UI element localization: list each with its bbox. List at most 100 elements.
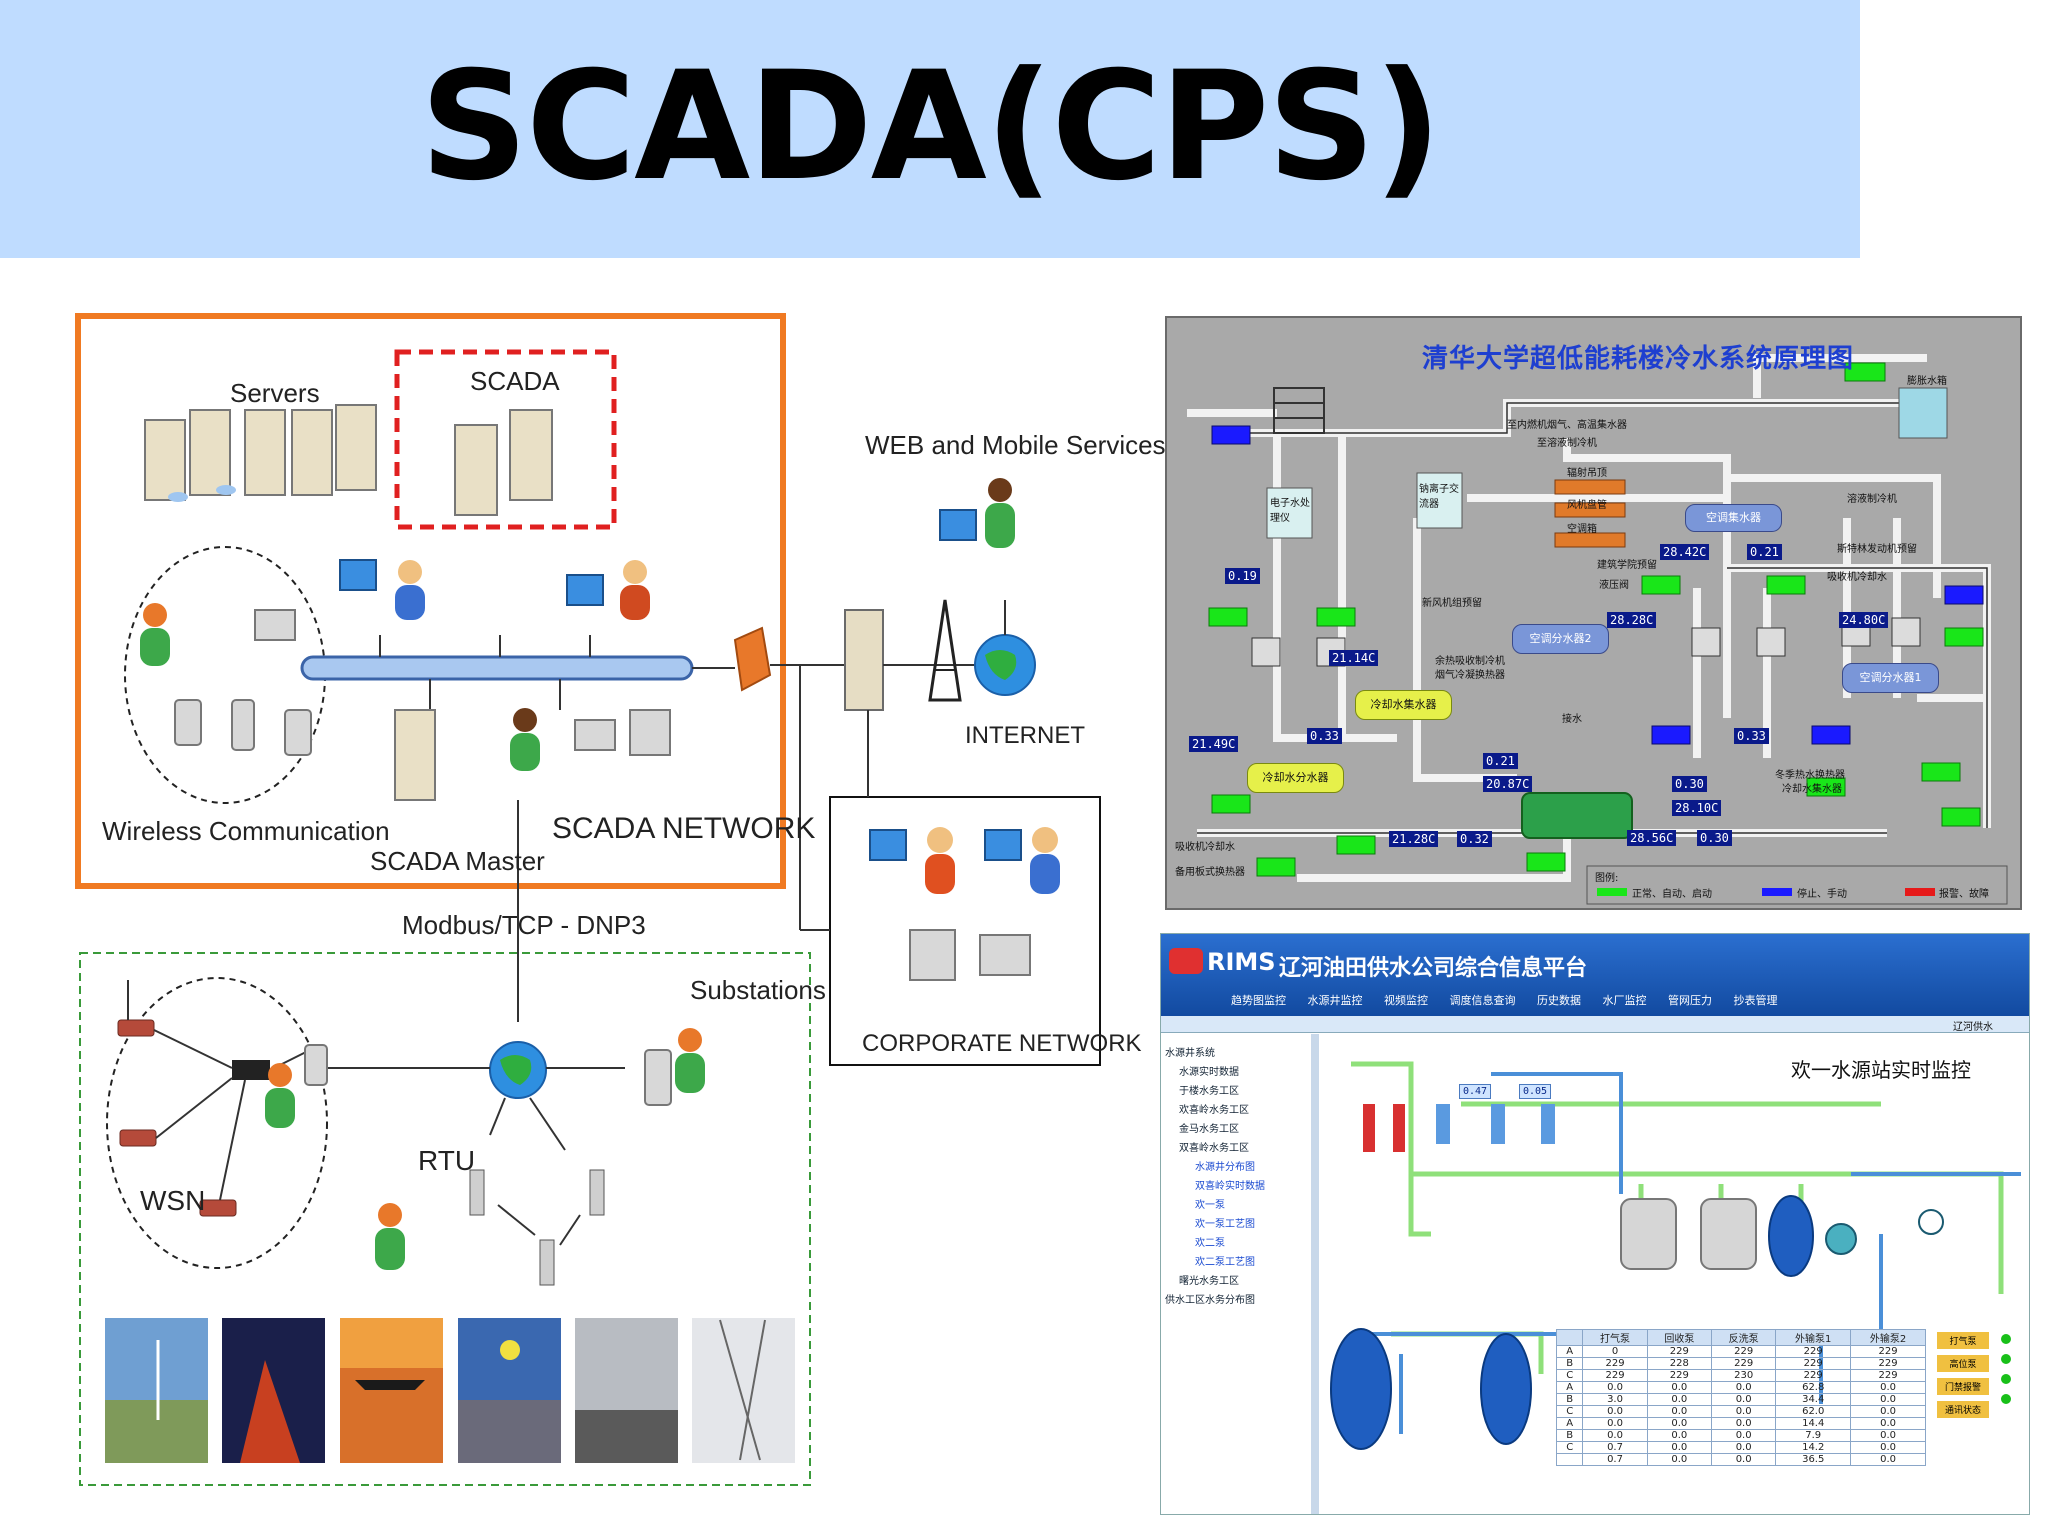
protocol-label: Modbus/TCP - DNP3 bbox=[402, 910, 646, 940]
tree-item[interactable]: 欢二泵 bbox=[1195, 1238, 1225, 1249]
status-button[interactable]: 门禁报警 bbox=[1937, 1378, 1989, 1395]
tree-item[interactable]: 欢二泵工艺图 bbox=[1195, 1257, 1255, 1268]
rims-subbar bbox=[1161, 1016, 2029, 1033]
hvac-title: 清华大学超低能耗楼冷水系统原理图 bbox=[1422, 344, 1855, 374]
hvac-label-15: 烟气冷凝换热器 bbox=[1435, 670, 1505, 681]
scada-label: SCADA bbox=[470, 366, 560, 396]
table-cell: 0.0 bbox=[1646, 1417, 1712, 1430]
legend-stop-swatch bbox=[1762, 888, 1792, 896]
hvac-label-3: 辐射吊顶 bbox=[1567, 468, 1607, 479]
tree-item[interactable]: 双喜岭实时数据 bbox=[1195, 1181, 1265, 1192]
rims-platform-title: 辽河油田供水公司综合信息平台 bbox=[1279, 956, 1588, 981]
table-cell: B bbox=[1555, 1393, 1584, 1406]
rims-tab[interactable]: 水厂监控 bbox=[1602, 994, 1647, 1007]
rims-tab[interactable]: 管网压力 bbox=[1668, 994, 1712, 1007]
hvac-value: 28.10C bbox=[1672, 800, 1722, 816]
hvac-value: 0.30 bbox=[1672, 776, 1707, 792]
table-cell: 0.0 bbox=[1582, 1381, 1648, 1394]
table-cell: 0.0 bbox=[1710, 1417, 1777, 1430]
tree-item[interactable]: 水源井系统 bbox=[1165, 1048, 1215, 1059]
hvac-value: 0.33 bbox=[1307, 728, 1342, 744]
rims-tab[interactable]: 水源井监控 bbox=[1307, 994, 1363, 1007]
table-header: 外输泵2 bbox=[1850, 1329, 1926, 1346]
rims-divider bbox=[1311, 1034, 1319, 1514]
table-cell: 7.9 bbox=[1775, 1429, 1852, 1442]
hvac-label-11: 吸收机冷却水 bbox=[1827, 572, 1887, 583]
table-header: 打气泵 bbox=[1582, 1329, 1648, 1346]
table-cell: 0.0 bbox=[1710, 1393, 1777, 1406]
legend-normal: 正常、自动、启动 bbox=[1632, 889, 1712, 900]
table-cell: 230 bbox=[1710, 1369, 1777, 1382]
table-cell: 229 bbox=[1646, 1369, 1712, 1382]
legend-stop: 停止、手动 bbox=[1797, 889, 1847, 900]
rims-tab[interactable]: 视频监控 bbox=[1384, 994, 1428, 1007]
rims-status-buttons: 打气泵 高位泵 门禁报警 通讯状态 bbox=[1937, 1332, 1989, 1418]
tree-item[interactable]: 供水工区水务分布图 bbox=[1165, 1295, 1255, 1306]
table-cell: 14.4 bbox=[1775, 1417, 1852, 1430]
table-cell: 0.0 bbox=[1710, 1453, 1777, 1466]
servers-label: Servers bbox=[230, 378, 320, 408]
tree-item[interactable]: 双喜岭水务工区 bbox=[1179, 1143, 1249, 1154]
table-cell: 0.0 bbox=[1646, 1441, 1712, 1454]
table-cell: 0.0 bbox=[1710, 1429, 1777, 1442]
table-cell: 229 bbox=[1775, 1345, 1852, 1358]
status-button[interactable]: 打气泵 bbox=[1937, 1332, 1989, 1349]
tree-item[interactable]: 欢一泵 bbox=[1195, 1200, 1225, 1211]
rims-tab[interactable]: 调度信息查询 bbox=[1449, 994, 1516, 1007]
air-collector-unit: 空调集水器 bbox=[1685, 504, 1782, 532]
table-cell: 0.0 bbox=[1710, 1381, 1777, 1394]
air-dist2-unit: 空调分水器2 bbox=[1512, 624, 1609, 654]
tree-item[interactable]: 水源实时数据 bbox=[1179, 1067, 1239, 1078]
table-cell: 229 bbox=[1582, 1357, 1648, 1370]
table-cell: 0.0 bbox=[1850, 1441, 1926, 1454]
hvac-value: 28.28C bbox=[1607, 612, 1657, 628]
table-cell: 229 bbox=[1646, 1345, 1712, 1358]
wireless-label: Wireless Communication bbox=[102, 816, 390, 846]
substation-photo-strip bbox=[105, 1318, 795, 1463]
hvac-value: 0.21 bbox=[1483, 753, 1518, 769]
rims-gauge-value: 0.47 bbox=[1459, 1084, 1492, 1099]
table-cell: C bbox=[1555, 1405, 1584, 1418]
table-cell: 0.0 bbox=[1582, 1429, 1648, 1442]
tree-item[interactable]: 曙光水务工区 bbox=[1179, 1276, 1239, 1287]
status-button[interactable]: 通讯状态 bbox=[1937, 1401, 1989, 1418]
table-cell: 0.0 bbox=[1582, 1405, 1648, 1418]
hvac-label-13: 钠离子交流器 bbox=[1419, 484, 1459, 510]
tree-item[interactable]: 欢喜岭水务工区 bbox=[1179, 1105, 1249, 1116]
tree-item[interactable]: 于楼水务工区 bbox=[1179, 1086, 1239, 1097]
hvac-label-20: 备用板式换热器 bbox=[1175, 867, 1245, 878]
hvac-panel: 清华大学超低能耗楼冷水系统原理图 膨胀水箱 空调集水器 空调分水器2 空调分水器… bbox=[1165, 316, 2022, 910]
hvac-value: 28.56C bbox=[1627, 830, 1677, 846]
table-cell: 0.0 bbox=[1850, 1393, 1926, 1406]
table-cell: 229 bbox=[1850, 1369, 1926, 1382]
tree-item[interactable]: 水源井分布图 bbox=[1195, 1162, 1255, 1173]
hvac-value: 24.80C bbox=[1839, 612, 1889, 628]
rims-tab[interactable]: 趋势图监控 bbox=[1231, 994, 1286, 1007]
table-cell: A bbox=[1555, 1417, 1584, 1430]
table-cell: 36.5 bbox=[1775, 1453, 1852, 1466]
table-cell: 229 bbox=[1850, 1357, 1926, 1370]
rims-brand: RIMS bbox=[1207, 948, 1276, 976]
status-button[interactable]: 高位泵 bbox=[1937, 1355, 1989, 1372]
table-cell: B bbox=[1555, 1429, 1584, 1442]
substations-label: Substations bbox=[690, 975, 826, 1005]
tree-item[interactable]: 金马水务工区 bbox=[1179, 1124, 1239, 1135]
rims-tab[interactable]: 历史数据 bbox=[1537, 994, 1581, 1007]
table-cell: 0.0 bbox=[1850, 1405, 1926, 1418]
table-cell: 0 bbox=[1582, 1345, 1648, 1358]
legend-alarm: 报警、故障 bbox=[1939, 889, 1989, 900]
hvac-value: 0.21 bbox=[1747, 544, 1782, 560]
rims-tab[interactable]: 抄表管理 bbox=[1733, 994, 1778, 1007]
table-cell: 62.8 bbox=[1775, 1381, 1852, 1394]
rims-header bbox=[1161, 934, 2029, 1016]
tree-item[interactable]: 欢一泵工艺图 bbox=[1195, 1219, 1255, 1230]
table-cell: 0.0 bbox=[1646, 1429, 1712, 1442]
table-cell: 0.0 bbox=[1646, 1393, 1712, 1406]
